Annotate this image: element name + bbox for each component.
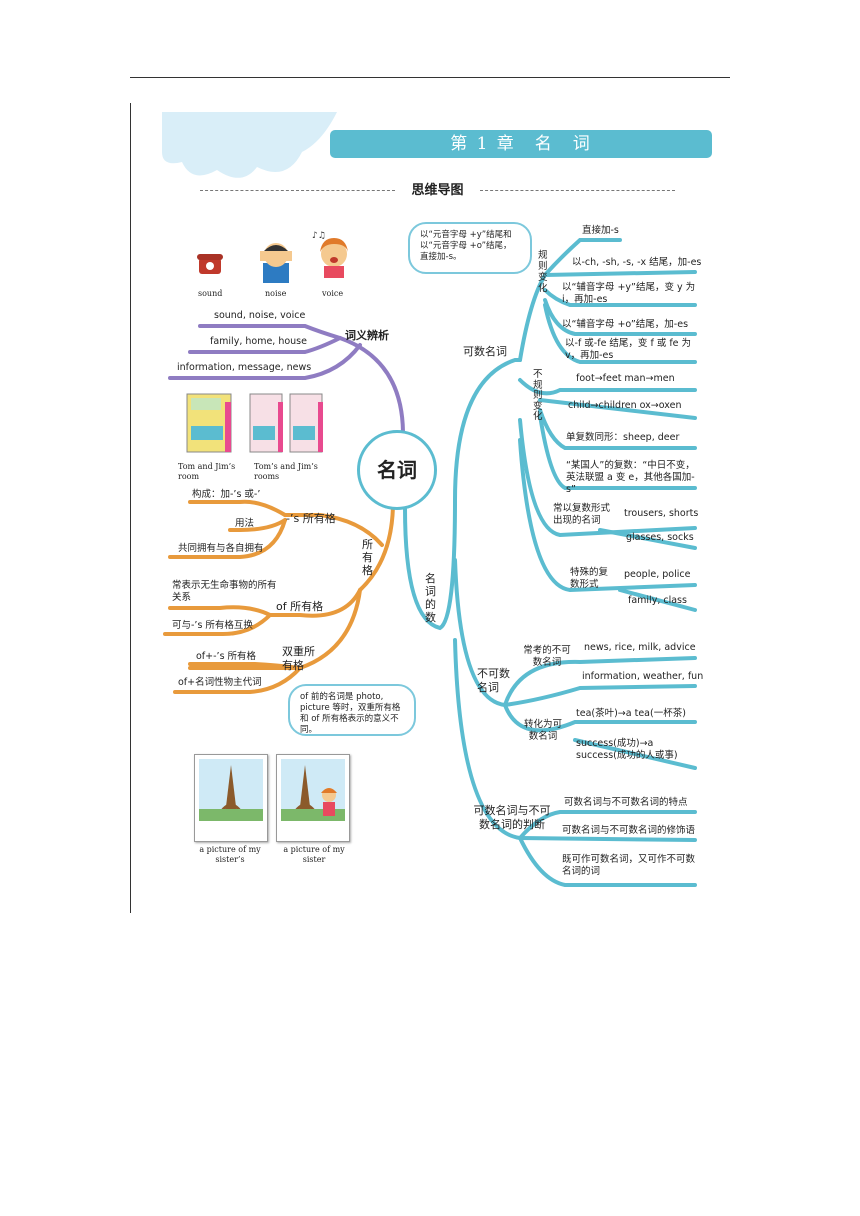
judge-item: 既可作可数名词，又可作不可数名词的词 <box>562 854 696 877</box>
judge-item: 可数名词与不可数名词的修饰语 <box>562 825 696 836</box>
possessive-item: 用法 <box>235 518 255 529</box>
eiffel-picture <box>194 754 268 842</box>
possessive-item: of+名词性物主代词 <box>178 677 262 688</box>
vocab-image-caption: noise <box>265 289 287 298</box>
telephone-image <box>195 248 225 278</box>
possessive-item: of+-’s 所有格 <box>196 651 257 662</box>
room-image <box>248 392 284 454</box>
uncountable-label: 不可数名词 <box>477 667 510 694</box>
vocab-image-caption: voice <box>322 289 344 298</box>
possessive-branch <box>163 499 395 694</box>
dashed-divider-right <box>480 190 675 191</box>
common-uncountable-label: 常考的不可数名词 <box>523 645 571 668</box>
picture-caption: a picture of my sister <box>283 845 345 864</box>
possessive-note: of 前的名词是 photo, picture 等时，双重所有格和 of 所有格… <box>288 684 416 736</box>
svg-text:♪♫: ♪♫ <box>312 231 326 241</box>
top-rule <box>130 77 730 78</box>
chapter-banner: 第 1 章 名 词 <box>330 130 712 158</box>
possessive-item: 常表示无生命事物的所有关系 <box>172 580 277 603</box>
vocab-branch <box>168 324 405 434</box>
irregular-rule: “某国人”的复数：“中日不变，英法联盟 a 变 e，其他各国加-s” <box>566 460 695 495</box>
vocab-item: sound, noise, voice <box>214 310 306 321</box>
center-node: 名词 <box>357 430 437 510</box>
s-possessive-label: -’s 所有格 <box>286 512 336 525</box>
room-image <box>288 392 324 454</box>
picture-caption: a picture of my sister’s <box>199 845 261 864</box>
irregular-label: 不规则变化 <box>533 369 543 422</box>
irregular-rule: foot→feet man→men <box>576 373 675 384</box>
plural-only-item: glasses, socks <box>626 532 694 543</box>
room-caption: Tom and Jim’s room <box>178 462 236 481</box>
countable-label: 可数名词 <box>463 345 507 358</box>
regular-rule: 以“辅音字母 +y”结尾，变 y 为 i，再加-es <box>562 282 696 305</box>
of-possessive-label: of 所有格 <box>276 600 324 613</box>
judge-item: 可数名词与不可数名词的特点 <box>564 797 688 808</box>
vocab-image-caption: sound <box>198 289 223 298</box>
double-possessive-label: 双重所有格 <box>282 645 315 672</box>
regular-rule: 以“辅音字母 +o”结尾，加-es <box>562 319 689 330</box>
possessive-branch-label: 所有格 <box>362 538 373 577</box>
irregular-rule: 单复数同形：sheep, deer <box>566 432 680 443</box>
special-plural-item: people, police <box>624 569 691 580</box>
singing-girl-image: ♪♫ <box>312 228 354 278</box>
regular-rule: 直接加-s <box>582 225 619 236</box>
possessive-item: 共同拥有与各自拥有 <box>178 543 264 554</box>
uncountable-item: news, rice, milk, advice <box>584 642 696 653</box>
vocab-item: information, message, news <box>177 362 312 373</box>
room-caption: Tom’s and Jim’s rooms <box>254 462 318 481</box>
vocab-item: family, home, house <box>210 336 307 347</box>
irregular-rule: child→children ox→oxen <box>568 400 682 411</box>
vocab-branch-label: 词义辨析 <box>345 329 389 342</box>
noise-face-image <box>255 235 297 283</box>
uncountable-item: information, weather, fun <box>582 671 704 682</box>
convert-item: tea(茶叶)→a tea(一杯茶) <box>576 708 686 719</box>
mind-map-title: 思维导图 <box>200 182 675 200</box>
plural-only-label: 常以复数形式出现的名词 <box>553 503 611 526</box>
left-rule <box>130 103 131 913</box>
judge-label: 可数名词与不可数名词的判断 <box>473 804 551 831</box>
number-branch-label: 名词的数 <box>425 572 436 624</box>
regular-label: 规则变化 <box>538 250 548 294</box>
possessive-item: 构成：加-’s 或-’ <box>192 489 261 500</box>
plural-only-item: trousers, shorts <box>624 508 699 519</box>
cloud-decoration <box>162 112 337 178</box>
convert-label: 转化为可数名词 <box>523 719 562 742</box>
shared-room-image <box>185 392 233 454</box>
regular-rule: 以-f 或-fe 结尾，变 f 或 fe 为 v，再加-es <box>565 338 692 361</box>
countable-note: 以“元音字母 +y”结尾和以“元音字母 +o”结尾，直接加-s。 <box>408 222 532 274</box>
convert-item: success(成功)→a success(成功的人或事) <box>576 738 678 761</box>
mind-map-title-text: 思维导图 <box>411 183 464 198</box>
possessive-item: 可与-’s 所有格互换 <box>172 620 253 631</box>
special-plural-label: 特殊的复数形式 <box>570 567 609 590</box>
number-branch <box>403 238 697 887</box>
special-plural-item: family, class <box>628 595 687 606</box>
regular-rule: 以-ch, -sh, -s, -x 结尾，加-es <box>572 257 702 268</box>
dashed-divider-left <box>200 190 395 191</box>
eiffel-sister-picture <box>276 754 350 842</box>
